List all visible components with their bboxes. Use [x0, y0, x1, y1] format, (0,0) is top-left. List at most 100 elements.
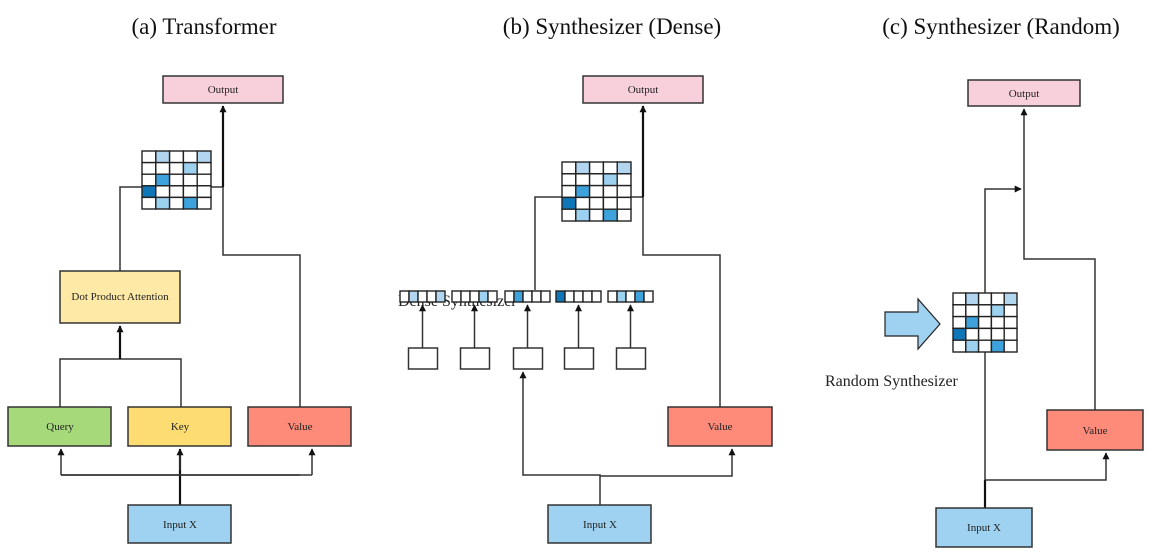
- matrix-cell: [196, 173, 212, 187]
- matrix-cell: [168, 161, 185, 175]
- matrix-cell: [952, 339, 967, 353]
- matrix-cell: [602, 161, 618, 175]
- matrix-cell: [602, 196, 618, 210]
- matrix-cell: [196, 196, 212, 210]
- wire-value-up: [1023, 189, 1096, 410]
- matrix-cell: [155, 185, 171, 199]
- wire-to-value: [985, 452, 1110, 481]
- matrix-cell: [977, 304, 993, 318]
- output-box: [967, 79, 1081, 107]
- output-label: Output: [208, 84, 239, 96]
- panel-b: Output Dense Synthesizer Value Input X: [398, 75, 773, 544]
- matrix-cell: [990, 339, 1005, 353]
- matrix-cell: [575, 196, 591, 210]
- wire-to-value: [600, 448, 736, 477]
- token-box: [407, 347, 439, 370]
- random-matrix: [952, 292, 1018, 353]
- wire-matrix-to-merge: [984, 185, 1022, 293]
- token-vector-cell: [634, 290, 645, 303]
- input-label: Input X: [967, 522, 1001, 534]
- matrix-cell: [155, 150, 171, 164]
- input-box: [547, 504, 652, 544]
- token-vector-cell: [513, 290, 524, 303]
- token-vector-cell: [417, 290, 428, 303]
- panel-c: Output Random Synthesizer Value Input X: [825, 79, 1144, 548]
- value-box: [667, 406, 773, 447]
- token-box: [512, 347, 544, 370]
- token-vector-cell: [582, 290, 593, 303]
- matrix-cell: [141, 185, 157, 199]
- token-vector-cell: [607, 290, 618, 303]
- matrix-cell: [182, 196, 198, 210]
- wire-qk-merge: [59, 358, 182, 407]
- token-vector-cell: [451, 290, 462, 303]
- matrix-cell: [952, 327, 967, 341]
- value-label: Value: [707, 421, 732, 433]
- matrix-cell: [965, 339, 980, 353]
- matrix-cell: [196, 161, 212, 175]
- matrix-cell: [965, 304, 980, 318]
- matrix-cell: [616, 161, 632, 175]
- value-box: [247, 406, 352, 447]
- matrix-cell: [977, 327, 993, 341]
- matrix-cell: [588, 173, 605, 187]
- matrix-cell: [141, 173, 157, 187]
- matrix-cell: [168, 185, 185, 199]
- matrix-cell: [182, 173, 198, 187]
- synthesized-matrix: [561, 161, 632, 222]
- matrix-cell: [588, 208, 605, 222]
- matrix-cell: [1003, 339, 1018, 353]
- input-box: [935, 507, 1033, 548]
- wire-input-to-synth: [522, 437, 601, 505]
- token-box: [615, 347, 647, 370]
- matrix-cell: [965, 327, 980, 341]
- panel-a-title: (a) Transformer: [132, 14, 277, 39]
- matrix-cell: [602, 208, 618, 222]
- matrix-cell: [1003, 304, 1018, 318]
- value-label: Value: [1082, 425, 1107, 437]
- token-vector-cell: [522, 290, 533, 303]
- random-synthesizer-label: Random Synthesizer: [825, 373, 959, 390]
- key-label: Key: [171, 421, 190, 433]
- matrix-cell: [990, 327, 1005, 341]
- panel-a: Output Dot Product Attention Query Key V…: [7, 75, 352, 544]
- token-box: [563, 347, 595, 370]
- matrix-cell: [616, 208, 632, 222]
- output-label: Output: [628, 84, 659, 96]
- matrix-cell: [561, 173, 577, 187]
- token-vectors: [399, 290, 654, 370]
- matrix-cell: [182, 161, 198, 175]
- matrix-cell: [616, 184, 632, 199]
- matrix-cell: [182, 185, 198, 199]
- wire-value-up: [222, 187, 301, 407]
- matrix-cell: [1003, 292, 1018, 306]
- matrix-cell: [990, 292, 1005, 306]
- matrix-cell: [616, 173, 632, 187]
- attention-label: Dot Product Attention: [71, 291, 169, 303]
- matrix-cell: [155, 196, 171, 210]
- token-vector-cell: [426, 290, 437, 303]
- matrix-cell: [561, 196, 577, 210]
- wire-synth-to-matrix: [534, 196, 562, 290]
- matrix-cell: [1003, 327, 1018, 341]
- matrix-cell: [155, 161, 171, 175]
- matrix-cell: [990, 304, 1005, 318]
- matrix-cell: [952, 315, 967, 330]
- token-vector-cell: [408, 290, 419, 303]
- token-vector-cell: [435, 290, 446, 303]
- input-box: [127, 504, 232, 544]
- matrix-cell: [952, 304, 967, 318]
- matrix-cell: [1003, 315, 1018, 330]
- token-vector-cell: [469, 290, 480, 303]
- matrix-cell: [602, 173, 618, 187]
- token-vector-cell: [643, 290, 654, 303]
- panel-b-title: (b) Synthesizer (Dense): [503, 14, 721, 39]
- output-label: Output: [1009, 88, 1040, 100]
- token-vector-cell: [399, 290, 410, 303]
- wire-attention-to-matrix: [119, 186, 142, 271]
- attention-box: [59, 270, 181, 324]
- token-vector-cell: [591, 290, 602, 303]
- matrix-cell: [575, 208, 591, 222]
- matrix-cell: [168, 196, 185, 210]
